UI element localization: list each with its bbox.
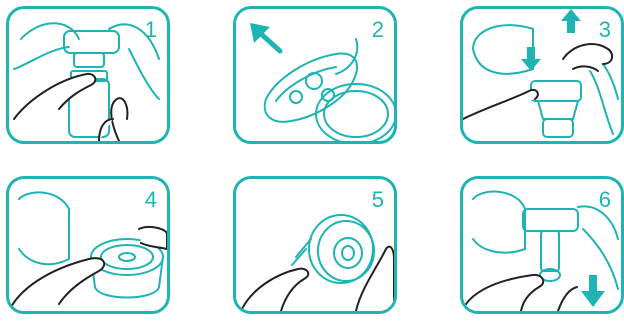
illustration-remove-diaphragm: [9, 179, 167, 311]
arrow-up-icon: [561, 9, 581, 33]
illustration-remove-pump-from-bottle: [9, 9, 167, 141]
illustration-remove-stem: [236, 179, 394, 311]
arrow-down-icon: [521, 47, 541, 71]
step-panel-1: 1: [6, 6, 170, 144]
step-number: 5: [372, 189, 384, 211]
step-panel-6: 6: [460, 176, 624, 314]
step-panel-4: 4: [6, 176, 170, 314]
step-panel-5: 5: [233, 176, 397, 314]
step-number: 1: [145, 19, 157, 41]
step-panel-2: 2: [233, 6, 397, 144]
step-number: 4: [145, 189, 157, 211]
illustration-separate-shield: [463, 9, 621, 141]
step-number: 6: [599, 189, 611, 211]
arrow-down-icon: [581, 275, 605, 307]
illustration-remove-valve: [236, 9, 394, 141]
step-panel-3: 3: [460, 6, 624, 144]
illustration-pull-down-valve: [463, 179, 621, 311]
arrow-up-left-icon: [250, 23, 280, 51]
step-number: 2: [372, 19, 384, 41]
step-number: 3: [599, 19, 611, 41]
